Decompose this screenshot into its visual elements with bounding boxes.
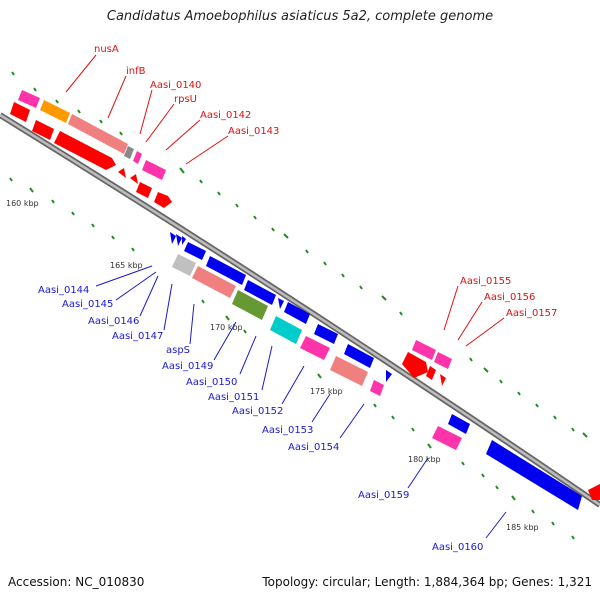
gene-block[interactable] (448, 414, 470, 434)
accession-text: Accession: NC_010830 (8, 575, 145, 589)
reverse-strand-genes-top (10, 102, 600, 500)
gene-block[interactable] (142, 160, 166, 180)
gene-label[interactable]: rpsU (174, 94, 197, 105)
gene-block[interactable] (432, 426, 462, 450)
gene-block[interactable] (386, 370, 392, 382)
gene-label[interactable]: Aasi_0151 (208, 392, 259, 403)
topology-text: Topology: circular; Length: 1,884,364 bp… (262, 575, 592, 589)
gene-label[interactable]: Aasi_0143 (228, 126, 279, 137)
gene-label[interactable]: Aasi_0157 (506, 308, 557, 319)
gene-block[interactable] (118, 168, 126, 178)
gene-block[interactable] (184, 242, 206, 260)
gene-label[interactable]: Aasi_0156 (484, 292, 535, 303)
gene-label[interactable]: Aasi_0140 (150, 80, 201, 91)
gene-label[interactable]: Aasi_0145 (62, 299, 113, 310)
gene-block[interactable] (130, 174, 138, 184)
gene-block[interactable] (182, 236, 186, 245)
gene-block[interactable] (284, 302, 310, 324)
genome-backbone (0, 112, 600, 508)
gene-block[interactable] (300, 336, 330, 360)
gene-block[interactable] (170, 232, 176, 244)
gene-block[interactable] (426, 366, 436, 380)
kbp-tick-label: 175 kbp (310, 387, 343, 396)
gene-block[interactable] (232, 290, 268, 320)
gene-label[interactable]: Aasi_0144 (38, 285, 89, 296)
gene-block[interactable] (270, 316, 302, 344)
gene-block[interactable] (440, 374, 446, 386)
gene-block[interactable] (588, 484, 600, 500)
gene-labels-right: Aasi_0155 Aasi_0156 Aasi_0157 (460, 276, 557, 319)
gene-block[interactable] (40, 100, 70, 123)
gene-label[interactable]: Aasi_0150 (186, 377, 237, 388)
gene-block[interactable] (434, 352, 452, 369)
kbp-tick-label: 165 kbp (110, 261, 143, 270)
gene-label[interactable]: Aasi_0152 (232, 406, 283, 417)
gene-label[interactable]: Aasi_0160 (432, 542, 483, 553)
gene-block[interactable] (370, 380, 384, 396)
kbp-tick-label: 180 kbp (408, 455, 441, 464)
gene-label[interactable]: Aasi_0142 (200, 110, 251, 121)
gene-block[interactable] (136, 182, 152, 198)
outer-tick-marks (11, 71, 588, 438)
gene-block[interactable] (32, 120, 54, 140)
gene-label[interactable]: Aasi_0154 (288, 442, 339, 453)
gene-block[interactable] (278, 298, 284, 309)
gene-block[interactable] (314, 324, 338, 344)
gene-block[interactable] (412, 340, 436, 360)
gene-label[interactable]: Aasi_0146 (88, 316, 139, 327)
gene-labels-bottom: Aasi_0144 Aasi_0145 Aasi_0146 Aasi_0147 … (38, 285, 483, 553)
gene-label[interactable]: Aasi_0149 (162, 361, 213, 372)
gene-label[interactable]: nusA (94, 44, 119, 55)
gene-block[interactable] (402, 352, 428, 378)
forward-strand-genes (18, 90, 452, 369)
gene-block[interactable] (344, 344, 374, 368)
gene-block[interactable] (192, 266, 236, 298)
gene-label[interactable]: infB (126, 66, 146, 77)
kbp-tick-labels: 160 kbp 165 kbp 170 kbp 175 kbp 180 kbp … (6, 199, 539, 532)
gene-label[interactable]: aspS (166, 345, 190, 356)
gene-block[interactable] (54, 131, 116, 170)
map-title: Candidatus Amoebophilus asiaticus 5a2, c… (106, 9, 494, 24)
gene-label[interactable]: Aasi_0155 (460, 276, 511, 287)
kbp-tick-label: 185 kbp (506, 523, 539, 532)
label-leaders-blue (95, 265, 507, 539)
inner-strand-genes (170, 232, 582, 510)
gene-block[interactable] (18, 90, 40, 108)
gene-block[interactable] (244, 280, 276, 305)
gene-block[interactable] (486, 440, 582, 510)
gene-block[interactable] (10, 102, 30, 122)
gene-block[interactable] (133, 151, 142, 164)
gene-label[interactable]: Aasi_0147 (112, 331, 163, 342)
gene-block[interactable] (68, 114, 128, 154)
inner-tick-marks (9, 177, 575, 540)
gene-block[interactable] (172, 254, 196, 276)
label-leaders-red (65, 54, 505, 347)
gene-labels-top: nusA infB Aasi_0140 rpsU Aasi_0142 Aasi_… (94, 44, 279, 137)
gene-label[interactable]: Aasi_0153 (262, 425, 313, 436)
gene-block[interactable] (176, 234, 182, 246)
gene-block[interactable] (330, 356, 368, 386)
kbp-tick-label: 170 kbp (210, 323, 243, 332)
gene-block[interactable] (124, 146, 134, 159)
gene-block[interactable] (206, 256, 246, 285)
kbp-tick-label: 160 kbp (6, 199, 39, 208)
gene-label[interactable]: Aasi_0159 (358, 490, 409, 501)
gene-block[interactable] (154, 192, 172, 208)
